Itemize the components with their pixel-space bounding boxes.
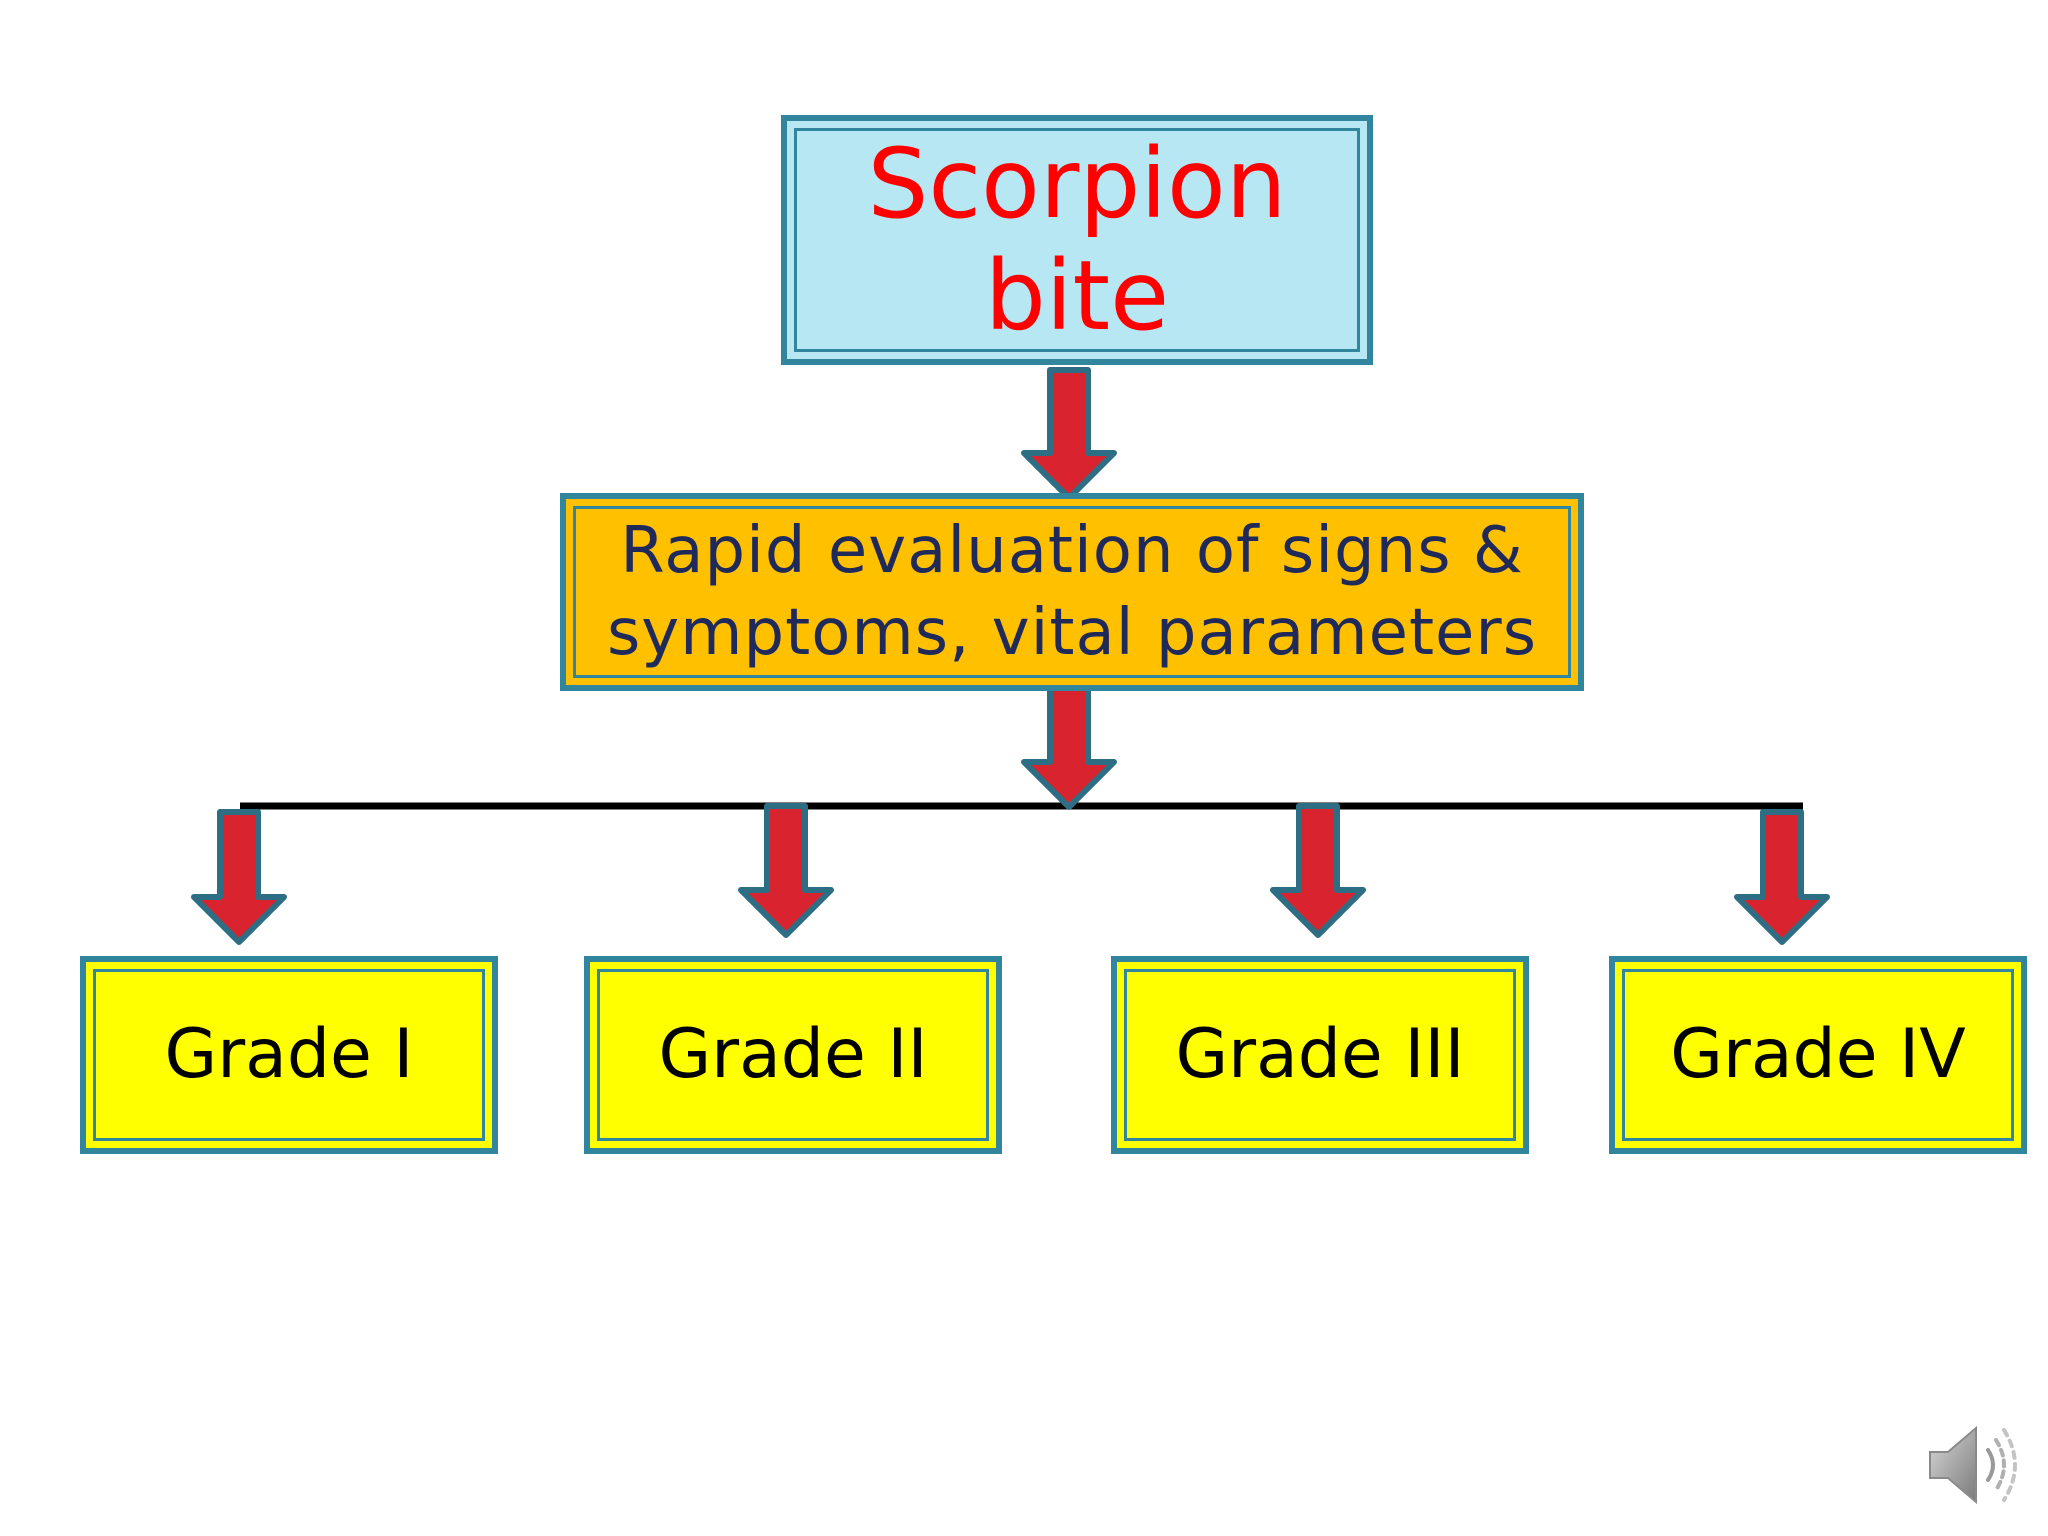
rapid-evaluation-box: Rapid evaluation of signs & symptoms, vi… [560,493,1584,691]
grade-2-box: Grade II [584,956,1002,1154]
rapid-evaluation-label: Rapid evaluation of signs & symptoms, vi… [606,514,1538,670]
grade-4-box: Grade IV [1609,956,2027,1154]
grade-3-box: Grade III [1111,956,1529,1154]
speaker-icon[interactable] [1926,1420,2026,1510]
arrow-to-grade-1 [191,809,287,945]
arrow-to-grade-2 [738,803,834,938]
grade-4-label: Grade IV [1670,1015,1966,1094]
scorpion-bite-label: Scorpion bite [867,128,1287,352]
grade-3-label: Grade III [1175,1015,1465,1094]
arrow-evaluation-to-grades [1021,677,1117,810]
scorpion-bite-box: Scorpion bite [781,115,1373,365]
grade-1-box: Grade I [80,956,498,1154]
grade-2-label: Grade II [658,1015,928,1094]
arrow-to-grade-3 [1270,803,1366,938]
arrow-root-to-evaluation [1021,367,1117,501]
arrow-to-grade-4 [1734,809,1830,945]
grade-1-label: Grade I [164,1015,414,1094]
